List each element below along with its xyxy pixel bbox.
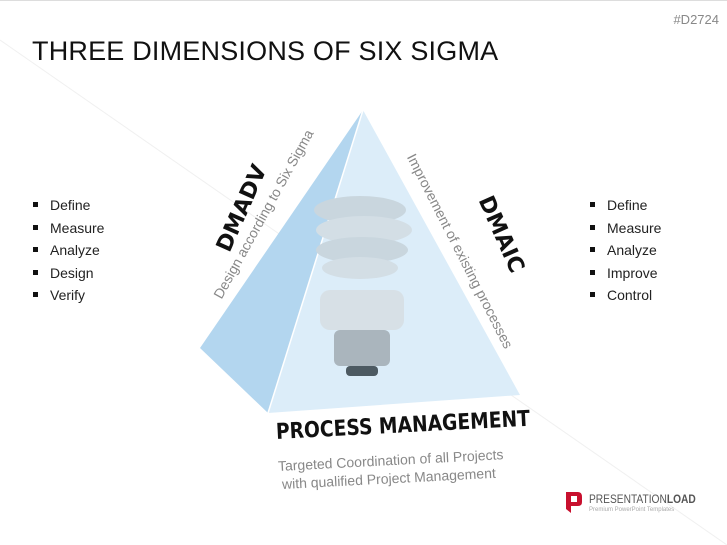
- list-item: Analyze: [589, 239, 661, 262]
- list-item: Measure: [32, 217, 104, 240]
- logo-tagline: Premium PowerPoint Templates: [589, 507, 675, 513]
- light-bulb-icon: [314, 196, 412, 376]
- logo-text: PRESENTATION: [589, 492, 667, 506]
- list-item: Verify: [32, 284, 104, 307]
- dmaic-list: Define Measure Analyze Improve Control: [589, 194, 661, 307]
- list-item: Measure: [589, 217, 661, 240]
- slide-id: #D2724: [673, 12, 719, 27]
- list-item: Design: [32, 262, 104, 285]
- list-item: Improve: [589, 262, 661, 285]
- logo-p-icon: [566, 492, 582, 513]
- pyramid-left-face: [200, 110, 363, 413]
- logo-text-bold: LOAD: [666, 492, 696, 506]
- top-divider: [0, 0, 727, 1]
- list-item: Control: [589, 284, 661, 307]
- list-item: Define: [589, 194, 661, 217]
- list-item: Define: [32, 194, 104, 217]
- list-item: Analyze: [32, 239, 104, 262]
- dmadv-list: Define Measure Analyze Design Verify: [32, 194, 104, 307]
- page-title: THREE DIMENSIONS OF SIX SIGMA: [32, 36, 499, 66]
- pyramid-front-face: [268, 110, 520, 413]
